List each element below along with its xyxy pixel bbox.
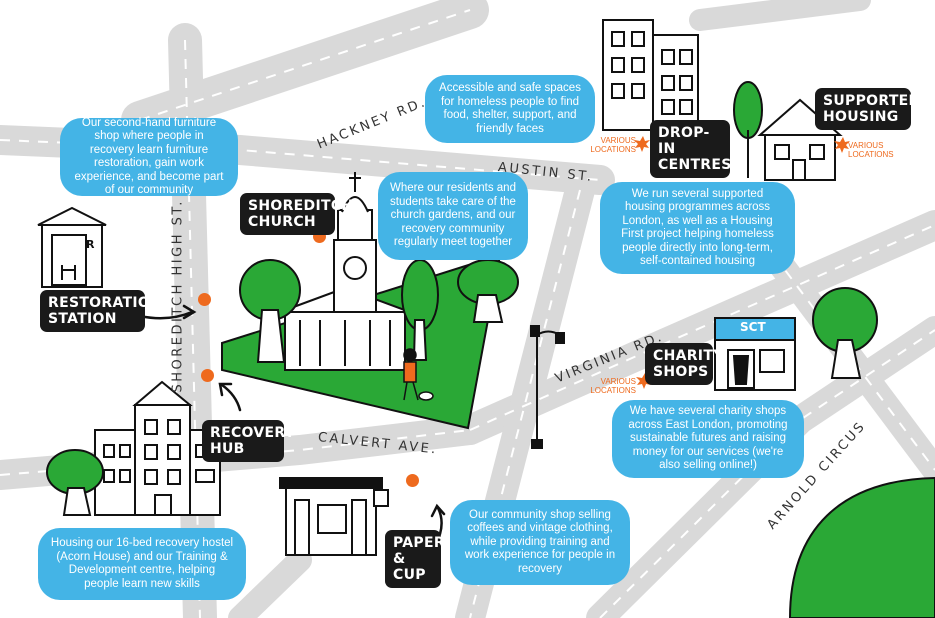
marker-recovery-hub[interactable]: [201, 369, 214, 382]
arnold-circus-green: [788, 476, 935, 618]
shoreditch-church-description: Where our residents and students take ca…: [378, 172, 528, 260]
shoreditch-church-label[interactable]: SHOREDITCH CHURCH: [240, 193, 353, 235]
drop-in-various-locations: VARIOUS LOCATIONS: [590, 136, 636, 154]
road-top-right: [689, 0, 871, 31]
church-building: [279, 172, 411, 371]
charity-shops-various-locations: VARIOUS LOCATIONS: [590, 377, 636, 395]
street-lamp: [530, 325, 565, 449]
paper-cup-description: Our community shop selling coffees and v…: [450, 500, 630, 585]
street-shoreditch-high-st: SHOREDITCH HIGH ST.: [170, 199, 186, 393]
charity-shop-building: [714, 317, 796, 391]
arrow-recovery-hub: [220, 383, 242, 412]
marker-paper-cup[interactable]: [406, 474, 419, 487]
restoration-sign-letter: R: [86, 238, 95, 251]
charity-shops-description: We have several charity shops across Eas…: [612, 400, 804, 478]
recovery-hub-label[interactable]: RECOVERY HUB: [202, 420, 295, 462]
drop-in-centres-label[interactable]: DROP-IN CENTRES: [650, 120, 731, 178]
marker-restoration-station[interactable]: [198, 293, 211, 306]
various-stars: [634, 136, 850, 389]
supported-housing-various-locations: VARIOUS LOCATIONS: [848, 141, 894, 159]
restoration-station-label[interactable]: RESTORATION STATION: [40, 290, 162, 332]
gardener-figure: [403, 348, 434, 401]
church-trees: [239, 259, 519, 363]
drop-in-tree: [733, 81, 763, 178]
supported-housing-label[interactable]: SUPPORTED HOUSING: [815, 88, 920, 130]
recovery-hub-tree: [46, 449, 104, 516]
supported-housing-description: We run several supported housing program…: [600, 182, 795, 274]
charity-shop-sign-text: SCT: [740, 320, 766, 334]
charity-shop-tree: [812, 287, 878, 379]
drop-in-centres-description: Accessible and safe spaces for homeless …: [425, 75, 595, 143]
restoration-station-description: Our second-hand furniture shop where peo…: [60, 117, 238, 196]
charity-shops-label[interactable]: CHARITY SHOPS: [645, 343, 723, 385]
recovery-hub-description: Housing our 16-bed recovery hostel (Acor…: [38, 528, 246, 600]
drop-in-building: [602, 19, 699, 131]
road-bottom-left: [228, 548, 312, 618]
paper-cup-label[interactable]: PAPER & CUP: [385, 530, 445, 588]
recovery-hub-building: [94, 380, 221, 516]
restoration-station-building: [37, 206, 107, 288]
paper-cup-building: [279, 477, 389, 556]
